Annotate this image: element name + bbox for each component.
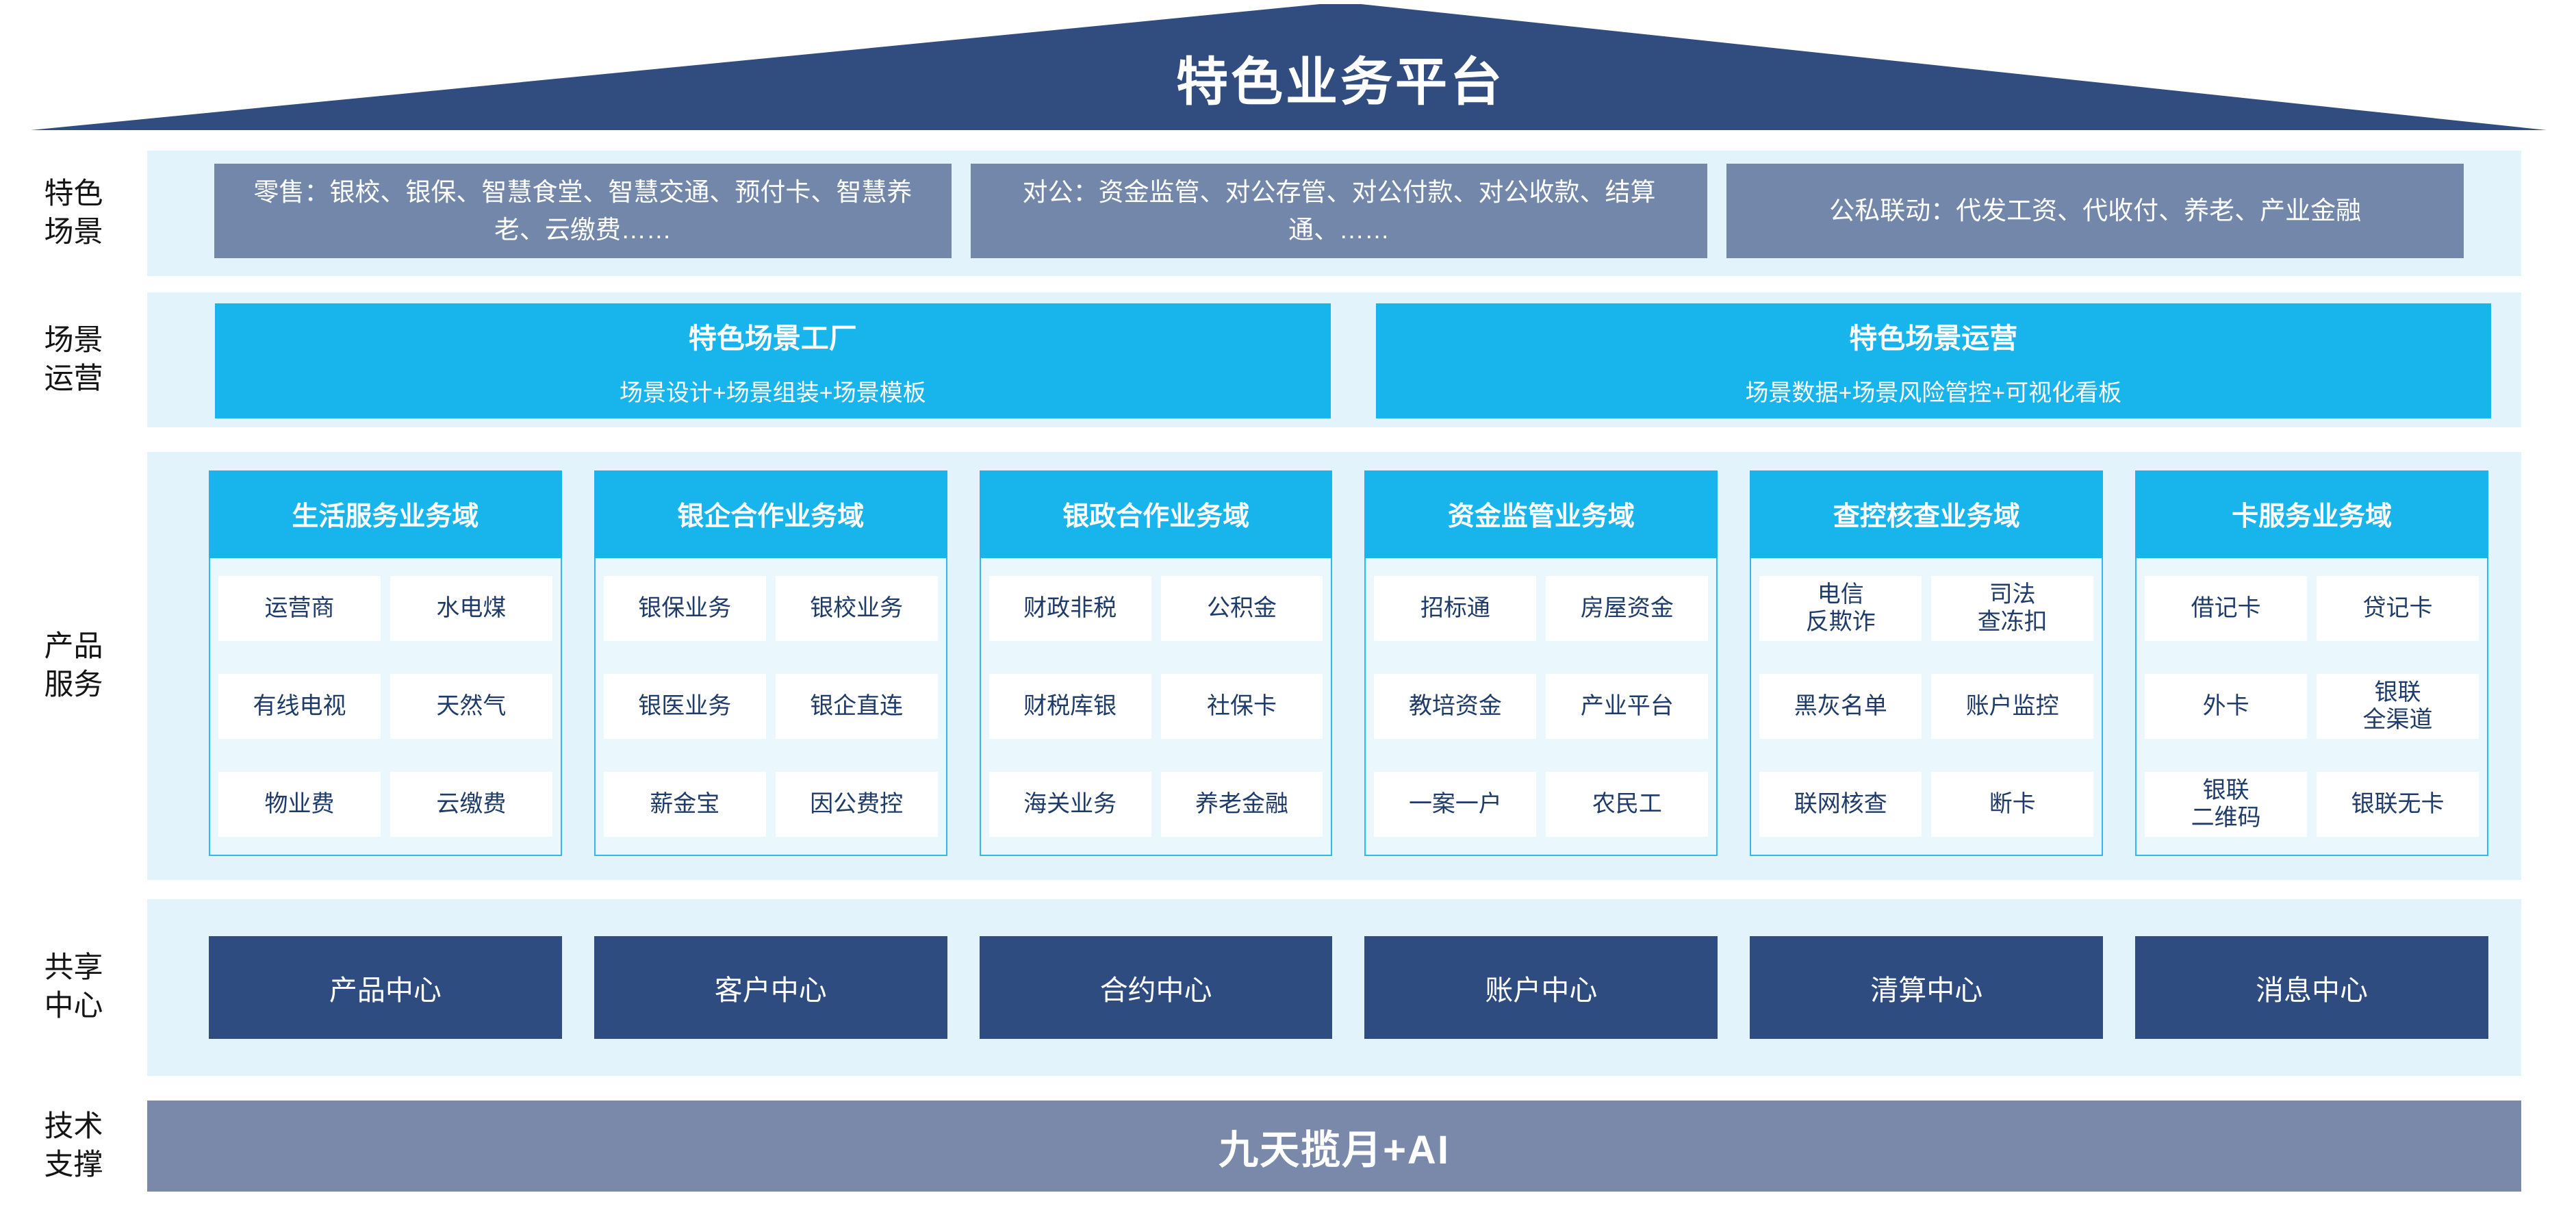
product-item: 账户监控 <box>1931 674 2094 739</box>
scene-box-text: 公私联动：代发工资、代收付、养老、产业金融 <box>1829 197 2362 225</box>
product-item: 贷记卡 <box>2317 576 2479 641</box>
product-column-card-services: 卡服务业务域 借记卡 贷记卡 外卡 银联 全渠道 银联 二维码 银联无卡 <box>2135 470 2488 856</box>
row-label-text: 场景 运营 <box>44 323 103 395</box>
row-label-text: 产品 服务 <box>44 629 103 701</box>
shared-center-account: 账户中心 <box>1364 936 1718 1039</box>
scene-box-text: 对公：资金监管、对公存管、对公付款、对公收款、结算通、…… <box>1022 177 1656 244</box>
op-box-scene-operation: 特色场景运营 场景数据+场景风险管控+可视化看板 <box>1375 303 2491 418</box>
product-item: 公积金 <box>1160 576 1323 641</box>
product-item: 有线电视 <box>218 674 381 739</box>
product-item: 司法 查冻扣 <box>1931 576 2094 641</box>
product-item: 财政非税 <box>989 576 1151 641</box>
product-item: 养老金融 <box>1160 772 1323 837</box>
scene-box-corporate: 对公：资金监管、对公存管、对公付款、对公收款、结算通、…… <box>970 164 1708 258</box>
product-column-bank-government: 银政合作业务域 财政非税 公积金 财税库银 社保卡 海关业务 养老金融 <box>979 470 1333 856</box>
product-item: 银校业务 <box>775 576 938 641</box>
row-label-products: 产品 服务 <box>0 452 147 880</box>
product-column-body: 借记卡 贷记卡 外卡 银联 全渠道 银联 二维码 银联无卡 <box>2135 558 2488 856</box>
product-column-body: 电信 反欺诈 司法 查冻扣 黑灰名单 账户监控 联网核查 断卡 <box>1750 558 2104 856</box>
product-item: 银企直连 <box>775 674 938 739</box>
shared-center-product: 产品中心 <box>209 936 562 1039</box>
product-item: 水电煤 <box>390 576 552 641</box>
product-column-header: 资金监管业务域 <box>1364 470 1718 558</box>
product-column-header: 查控核查业务域 <box>1750 470 2104 558</box>
row-label-shared-centers: 共享 中心 <box>0 899 147 1076</box>
product-item: 农民工 <box>1546 772 1709 837</box>
product-column-body: 招标通 房屋资金 教培资金 产业平台 一案一户 农民工 <box>1364 558 1718 856</box>
product-item: 因公费控 <box>775 772 938 837</box>
product-item: 房屋资金 <box>1546 576 1709 641</box>
product-item: 云缴费 <box>390 772 552 837</box>
operations-band: 特色场景工厂 场景设计+场景组装+场景模板 特色场景运营 场景数据+场景风险管控… <box>147 292 2521 427</box>
scene-box-public-private: 公私联动：代发工资、代收付、养老、产业金融 <box>1726 164 2464 258</box>
scene-box-text: 零售：银校、银保、智慧食堂、智慧交通、预付卡、智慧养老、云缴费…… <box>253 177 913 244</box>
product-column-bank-enterprise: 银企合作业务域 银保业务 银校业务 银医业务 银企直连 薪金宝 因公费控 <box>594 470 947 856</box>
row-label-text: 共享 中心 <box>44 951 103 1022</box>
roof-banner: 特色业务平台 <box>0 0 2576 137</box>
row-label-text: 技术 支撑 <box>44 1109 103 1181</box>
shared-center-message: 消息中心 <box>2135 936 2488 1039</box>
product-item: 联网核查 <box>1759 772 1922 837</box>
product-column-body: 运营商 水电煤 有线电视 天然气 物业费 云缴费 <box>209 558 562 856</box>
shared-center-clearing: 清算中心 <box>1750 936 2104 1039</box>
product-item: 招标通 <box>1374 576 1537 641</box>
roof-triangle-shape <box>31 4 2547 130</box>
product-item: 黑灰名单 <box>1759 674 1922 739</box>
product-column-header: 卡服务业务域 <box>2135 470 2488 558</box>
row-label-scenes: 特色 场景 <box>0 151 147 276</box>
product-column-life-services: 生活服务业务域 运营商 水电煤 有线电视 天然气 物业费 云缴费 <box>209 470 562 856</box>
op-box-subtitle: 场景设计+场景组装+场景模板 <box>619 379 926 406</box>
product-item: 产业平台 <box>1546 674 1709 739</box>
product-item: 社保卡 <box>1160 674 1323 739</box>
product-column-header: 银政合作业务域 <box>979 470 1333 558</box>
product-item: 一案一户 <box>1374 772 1537 837</box>
product-item: 电信 反欺诈 <box>1759 576 1922 641</box>
op-box-title: 特色场景工厂 <box>688 322 857 354</box>
product-column-inspection-verification: 查控核查业务域 电信 反欺诈 司法 查冻扣 黑灰名单 账户监控 联网核查 断卡 <box>1750 470 2104 856</box>
product-item: 银联 二维码 <box>2145 772 2308 837</box>
product-column-body: 财政非税 公积金 财税库银 社保卡 海关业务 养老金融 <box>979 558 1333 856</box>
tech-support-label: 九天揽月+AI <box>1219 1127 1450 1172</box>
row-label-text: 特色 场景 <box>44 177 103 249</box>
product-column-fund-supervision: 资金监管业务域 招标通 房屋资金 教培资金 产业平台 一案一户 农民工 <box>1364 470 1718 856</box>
row-label-tech-support: 技术 支撑 <box>0 1101 147 1192</box>
scene-box-retail: 零售：银校、银保、智慧食堂、智慧交通、预付卡、智慧养老、云缴费…… <box>214 164 952 258</box>
product-item: 教培资金 <box>1374 674 1537 739</box>
scenes-band: 零售：银校、银保、智慧食堂、智慧交通、预付卡、智慧养老、云缴费…… 对公：资金监… <box>147 151 2521 276</box>
product-item: 断卡 <box>1931 772 2094 837</box>
page-title: 特色业务平台 <box>1176 53 1505 112</box>
product-item: 薪金宝 <box>603 772 766 837</box>
product-item: 财税库银 <box>989 674 1151 739</box>
op-box-subtitle: 场景数据+场景风险管控+可视化看板 <box>1745 379 2122 406</box>
product-item: 物业费 <box>218 772 381 837</box>
product-item: 运营商 <box>218 576 381 641</box>
product-item: 银保业务 <box>603 576 766 641</box>
shared-centers-band: 产品中心 客户中心 合约中心 账户中心 清算中心 消息中心 <box>147 899 2521 1076</box>
shared-center-customer: 客户中心 <box>594 936 947 1039</box>
shared-center-contract: 合约中心 <box>979 936 1333 1039</box>
product-item: 银联 全渠道 <box>2317 674 2479 739</box>
product-item: 天然气 <box>390 674 552 739</box>
product-item: 海关业务 <box>989 772 1151 837</box>
products-band: 生活服务业务域 运营商 水电煤 有线电视 天然气 物业费 云缴费 银企合作业务域… <box>147 452 2521 880</box>
product-item: 外卡 <box>2145 674 2308 739</box>
product-column-body: 银保业务 银校业务 银医业务 银企直连 薪金宝 因公费控 <box>594 558 947 856</box>
product-item: 银联无卡 <box>2317 772 2479 837</box>
product-item: 银医业务 <box>603 674 766 739</box>
tech-support-bar: 九天揽月+AI <box>147 1101 2521 1192</box>
product-column-header: 生活服务业务域 <box>209 470 562 558</box>
product-column-header: 银企合作业务域 <box>594 470 947 558</box>
product-item: 借记卡 <box>2145 576 2308 641</box>
row-label-operations: 场景 运营 <box>0 292 147 427</box>
op-box-scene-factory: 特色场景工厂 场景设计+场景组装+场景模板 <box>215 303 1331 418</box>
op-box-title: 特色场景运营 <box>1849 322 2018 354</box>
